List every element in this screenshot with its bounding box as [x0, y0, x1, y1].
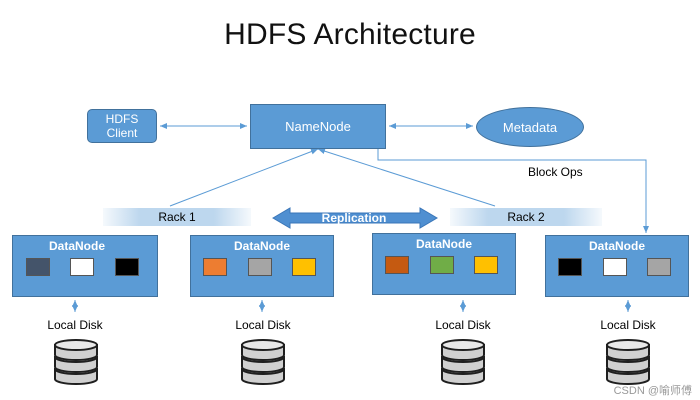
- namenode-rack2-arrow: [317, 148, 496, 207]
- metadata-ellipse: Metadata: [476, 107, 584, 147]
- datanode-4: DataNode: [545, 235, 689, 297]
- datanode-1-block-3: [115, 258, 139, 276]
- rack-2-label: Rack 2: [507, 210, 545, 224]
- datanode-1-label: DataNode: [49, 239, 106, 253]
- datanode-2-block-1: [203, 258, 227, 276]
- local-disk-label-4: Local Disk: [600, 318, 656, 332]
- datanode-3-block-3: [474, 256, 498, 274]
- datanode-2-label: DataNode: [233, 239, 290, 253]
- datanode-4-block-1: [558, 258, 582, 276]
- namenode-label: NameNode: [285, 119, 351, 134]
- datanode-1: DataNode: [12, 235, 158, 297]
- namenode-box: NameNode: [250, 104, 386, 149]
- metadata-label: Metadata: [502, 119, 558, 135]
- rack-1-bar: Rack 1: [103, 208, 251, 226]
- hdfs-client-label-line2: Client: [106, 126, 138, 140]
- rack-1-label: Rack 1: [158, 210, 196, 224]
- datanode-2: DataNode: [190, 235, 334, 297]
- datanode-4-block-3: [647, 258, 671, 276]
- local-disk-label-3: Local Disk: [435, 318, 491, 332]
- hdfs-client-box: HDFS Client: [87, 109, 157, 143]
- datanode-3-block-2: [430, 256, 454, 274]
- page-title: HDFS Architecture: [224, 18, 476, 51]
- datanode-1-block-1: [26, 258, 50, 276]
- replication-label: Replication: [321, 211, 387, 225]
- rack-2-bar: Rack 2: [450, 208, 602, 226]
- datanode-3: DataNode: [372, 233, 516, 295]
- block-ops-label: Block Ops: [528, 165, 583, 179]
- namenode-rack1-arrow: [169, 148, 319, 207]
- datanode-4-block-2: [603, 258, 627, 276]
- datanode-3-label: DataNode: [415, 237, 472, 251]
- block-ops-path: [377, 149, 649, 233]
- database-icon: [54, 339, 98, 385]
- datanode-4-label: DataNode: [588, 239, 645, 253]
- datanode-2-block-2: [248, 258, 272, 276]
- local-disk-label-1: Local Disk: [47, 318, 103, 332]
- database-icon: [606, 339, 650, 385]
- double-arrow-icon: [272, 207, 438, 229]
- database-icon: [241, 339, 285, 385]
- local-disk-label-2: Local Disk: [235, 318, 291, 332]
- datanode-2-block-3: [292, 258, 316, 276]
- watermark: CSDN @喻师傅: [613, 385, 692, 397]
- hdfs-client-label-line1: HDFS: [105, 112, 139, 126]
- database-icon: [441, 339, 485, 385]
- datanode-3-block-1: [385, 256, 409, 274]
- datanode-1-block-2: [70, 258, 94, 276]
